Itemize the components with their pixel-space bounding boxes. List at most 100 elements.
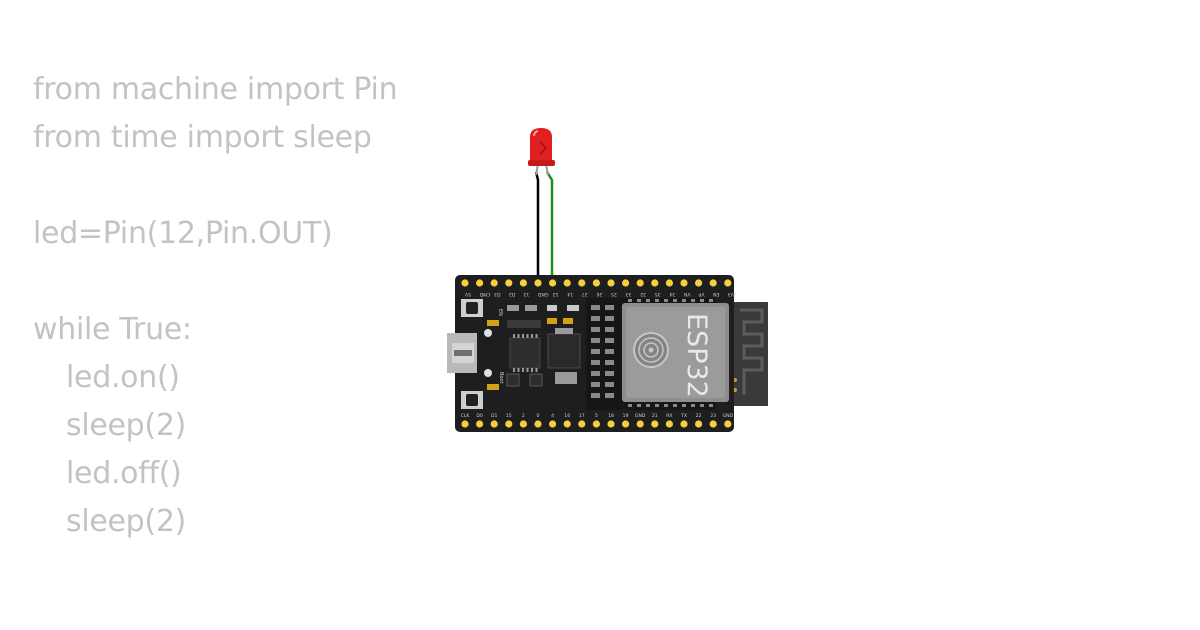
voltage-regulator: [547, 328, 581, 369]
pin-26[interactable]: [592, 279, 601, 287]
pin-D0[interactable]: [476, 420, 484, 428]
pin-label: GND: [723, 413, 734, 419]
pin-D1[interactable]: [490, 420, 498, 428]
boot-button[interactable]: [461, 391, 483, 409]
pin-label: 2: [522, 413, 525, 419]
pin-label: 18: [608, 413, 614, 419]
code-line: led=Pin(12,Pin.OUT): [33, 216, 333, 251]
pin-label: 19: [623, 413, 629, 419]
pin-RX[interactable]: [665, 420, 674, 428]
antenna: [728, 302, 768, 406]
pin-14[interactable]: [563, 279, 571, 287]
code-line: from machine import Pin: [33, 72, 398, 107]
pin-label: 23: [710, 413, 716, 419]
pin-label: 35: [655, 291, 661, 297]
module-label: ESP32: [681, 313, 712, 398]
pin-label: 15: [506, 413, 512, 419]
pin-5V[interactable]: [461, 279, 469, 287]
pin-label: RX: [666, 413, 672, 419]
pin-label: 4: [551, 413, 554, 419]
pin-21[interactable]: [651, 420, 659, 428]
pin-label: D3: [494, 291, 501, 297]
pin-D2[interactable]: [505, 279, 513, 287]
usb-uart-chip: [509, 334, 541, 372]
pin-16[interactable]: [563, 420, 571, 428]
wires: [534, 171, 554, 283]
pin-label: D1: [491, 413, 498, 419]
pin-15[interactable]: [505, 420, 513, 428]
pin-TX[interactable]: [680, 420, 688, 428]
usb-port-icon: [447, 333, 477, 373]
en-button[interactable]: [461, 299, 483, 317]
esp-logo-icon: [633, 332, 669, 368]
wire-gnd: [534, 171, 540, 283]
pin-label: 21: [652, 413, 658, 419]
pin-27[interactable]: [578, 279, 586, 287]
pin-CMD[interactable]: [476, 279, 484, 287]
pin-35[interactable]: [651, 279, 659, 287]
pin-EN[interactable]: [709, 279, 717, 287]
pin-33[interactable]: [622, 279, 630, 287]
code-line: sleep(2): [66, 408, 187, 443]
pin-5[interactable]: [592, 420, 601, 428]
pin-12[interactable]: [549, 279, 557, 287]
pin-label: 13: [523, 291, 529, 297]
code-line: sleep(2): [66, 504, 187, 539]
pin-label: 34: [669, 291, 675, 297]
code-line: led.on(): [66, 360, 180, 395]
pin-label: 14: [567, 291, 573, 297]
pin-32[interactable]: [636, 279, 644, 287]
pin-label: 22: [696, 413, 702, 419]
pin-23[interactable]: [709, 420, 717, 428]
code-line: while True:: [33, 312, 192, 347]
pin-3V3[interactable]: [724, 279, 732, 287]
pin-label: VP: [698, 291, 704, 297]
pin-label: 33: [626, 291, 632, 297]
pin-label: 27: [582, 291, 588, 297]
pin-VN[interactable]: [680, 279, 688, 287]
esp32-module: ESP32: [586, 298, 729, 410]
led[interactable]: [528, 128, 555, 176]
top-pin-header: [461, 279, 732, 287]
pin-4[interactable]: [549, 420, 557, 428]
pin-GND[interactable]: [636, 420, 644, 428]
pin-label: VN: [684, 291, 691, 297]
pin-34[interactable]: [665, 279, 674, 287]
pin-0[interactable]: [534, 420, 542, 428]
pin-2[interactable]: [519, 420, 528, 428]
pin-label: 0: [537, 413, 540, 419]
pin-label: CLK: [461, 413, 471, 419]
pin-18[interactable]: [607, 420, 615, 428]
pin-label: CMD: [479, 291, 490, 297]
pin-label: 5: [595, 413, 598, 419]
bottom-pin-header: [461, 420, 732, 428]
pin-22[interactable]: [695, 420, 703, 428]
pin-GND[interactable]: [724, 420, 732, 428]
pin-13[interactable]: [519, 279, 528, 287]
pin-D3[interactable]: [490, 279, 498, 287]
pin-label: 3V3: [728, 291, 737, 297]
pin-label: 5V: [464, 291, 471, 297]
pin-GND[interactable]: [534, 279, 542, 287]
pin-VP[interactable]: [695, 279, 703, 287]
pin-25[interactable]: [607, 279, 615, 287]
code-line: led.off(): [66, 456, 182, 491]
pin-CLK[interactable]: [461, 420, 469, 428]
pin-label: TX: [680, 413, 687, 419]
pin-label: 17: [579, 413, 585, 419]
pin-label: 32: [640, 291, 646, 297]
en-label: EN: [497, 309, 503, 316]
pin-label: GND: [538, 291, 549, 297]
smd-components: [484, 305, 579, 390]
pin-label: 12: [553, 291, 559, 297]
pin-label: D2: [509, 291, 516, 297]
pin-label: GND: [635, 413, 646, 419]
boot-label: Boot: [498, 372, 504, 384]
pin-17[interactable]: [578, 420, 586, 428]
pin-label: 26: [596, 291, 602, 297]
pin-19[interactable]: [622, 420, 630, 428]
